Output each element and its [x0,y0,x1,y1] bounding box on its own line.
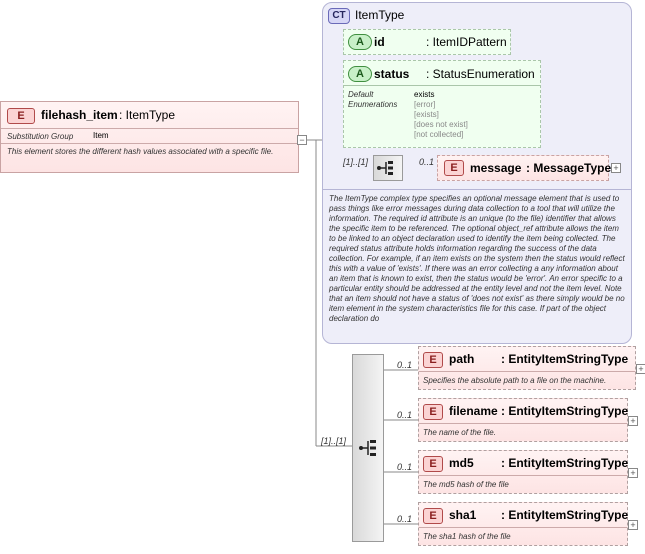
element-badge: E [7,108,35,124]
complex-type-box: CT ItemType A id : ItemIDPattern A statu… [322,2,632,344]
sequence-icon [359,440,376,456]
enum-value: [exists] [414,110,439,119]
expand-icon[interactable]: + [628,416,638,426]
root-element-type: : ItemType [119,108,176,122]
root-element-box[interactable]: E filehash_item : ItemType Substitution … [0,101,299,173]
sequence-compositor[interactable] [373,155,403,181]
divider [1,143,298,144]
child-element-filename[interactable]: E filename : EntityItemStringType The na… [418,398,628,442]
enum-value: [not collected] [414,130,464,139]
child-name: md5 [449,456,474,470]
element-badge: E [423,352,443,368]
child-name: filename [449,404,498,418]
expand-icon[interactable]: + [628,468,638,478]
attribute-badge: A [348,66,372,82]
element-badge: E [444,160,464,176]
child-element-path[interactable]: E path : EntityItemStringType Specifies … [418,346,636,390]
child-occurs: 0..1 [397,360,413,370]
message-name: message [470,161,522,175]
child-element-md5[interactable]: E md5 : EntityItemStringType The md5 has… [418,450,628,494]
child-type: : EntityItemStringType [501,508,629,522]
expand-icon[interactable]: + [636,364,645,374]
divider [1,128,298,129]
divider [323,189,631,190]
child-doc: Specifies the absolute path to a file on… [423,376,607,385]
child-doc: The name of the file. [423,428,496,437]
sequence-compositor[interactable] [352,354,384,542]
divider [419,423,627,424]
message-occurs: 0..1 [419,157,435,167]
default-label: Default [348,90,374,99]
child-doc: The md5 hash of the file [423,480,509,489]
attribute-type: : ItemIDPattern [426,35,507,49]
attribute-name: id [374,35,385,49]
attribute-badge: A [348,34,372,50]
message-type: : MessageType [526,161,612,175]
message-element[interactable]: E message : MessageType [437,155,612,181]
child-element-sha1[interactable]: E sha1 : EntityItemStringType The sha1 h… [418,502,628,546]
divider [419,371,635,372]
sequence-icon [377,161,393,175]
attribute-status[interactable]: A status : StatusEnumeration Default Enu… [343,60,541,148]
element-badge: E [423,508,443,524]
element-badge: E [423,404,443,420]
attribute-name: status [374,67,410,81]
child-doc: The sha1 hash of the file [423,532,511,541]
complex-type-doc: The ItemType complex type specifies an o… [329,194,625,323]
enum-value: [does not exist] [414,120,468,129]
root-element-doc: This element stores the different hash v… [7,147,274,156]
complex-type-badge: CT [328,8,350,24]
expand-icon[interactable]: − [297,135,307,145]
root-element-name: filehash_item [41,108,118,122]
substitution-value: Item [93,131,109,140]
child-name: path [449,352,475,366]
attribute-type: : StatusEnumeration [426,67,535,81]
sequence-multiplicity: [1]..[1] [321,436,347,446]
attribute-id[interactable]: A id : ItemIDPattern [343,29,511,55]
default-value: exists [414,90,435,99]
expand-icon[interactable]: + [611,163,621,173]
complex-type-name: ItemType [355,8,405,22]
divider [419,475,627,476]
child-occurs: 0..1 [397,410,413,420]
child-occurs: 0..1 [397,462,413,472]
element-badge: E [423,456,443,472]
enumerations-label: Enumerations [348,100,398,109]
divider [344,85,540,86]
child-name: sha1 [449,508,477,522]
expand-icon[interactable]: + [628,520,638,530]
message-multiplicity: [1]..[1] [343,157,369,167]
child-type: : EntityItemStringType [501,404,629,418]
enum-value: [error] [414,100,436,109]
child-occurs: 0..1 [397,514,413,524]
child-type: : EntityItemStringType [501,352,629,366]
divider [419,527,627,528]
substitution-label: Substitution Group [7,132,74,141]
child-type: : EntityItemStringType [501,456,629,470]
